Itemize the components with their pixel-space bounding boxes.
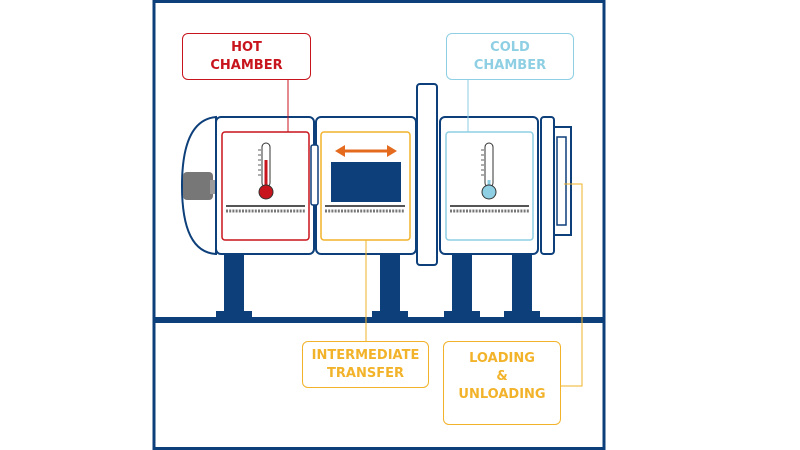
hot-conveyor: [226, 205, 305, 213]
hot-chamber-label-line1: HOT: [231, 39, 262, 55]
intermediate-conveyor: [325, 205, 405, 213]
cold-conveyor: [450, 205, 529, 213]
thermometer-cold-icon: [481, 142, 497, 200]
loading-leader-line: [561, 183, 583, 387]
floor-beam: [154, 317, 604, 323]
side-latch: [310, 144, 319, 206]
intermediate-transfer-label: INTERMEDIATE TRANSFER: [302, 341, 429, 388]
hot-chamber-label-line2: CHAMBER: [210, 57, 283, 73]
door-handle: [183, 172, 219, 200]
separator-gate: [416, 83, 438, 266]
support-feet: [216, 311, 540, 317]
double-arrow-icon: [335, 145, 397, 157]
hot-chamber-label: HOT CHAMBER: [182, 33, 311, 80]
intermediate-label-line1: INTERMEDIATE: [311, 347, 420, 363]
cold-chamber-label: COLD CHAMBER: [446, 33, 574, 80]
right-door: [540, 116, 572, 255]
thermometer-hot-icon: [258, 142, 274, 200]
load-block: [331, 162, 401, 202]
support-legs: [224, 255, 532, 317]
loading-label-line2: &: [496, 369, 508, 384]
intermediate-label-line2: TRANSFER: [327, 365, 404, 381]
loading-label-line3: UNLOADING: [458, 387, 546, 402]
loading-label-line1: LOADING: [469, 351, 535, 366]
cold-chamber-label-line2: CHAMBER: [473, 57, 547, 73]
outer-frame: [152, 0, 606, 450]
cold-chamber-label-line1: COLD: [490, 39, 530, 55]
loading-unloading-label: LOADING & UNLOADING: [443, 341, 561, 425]
